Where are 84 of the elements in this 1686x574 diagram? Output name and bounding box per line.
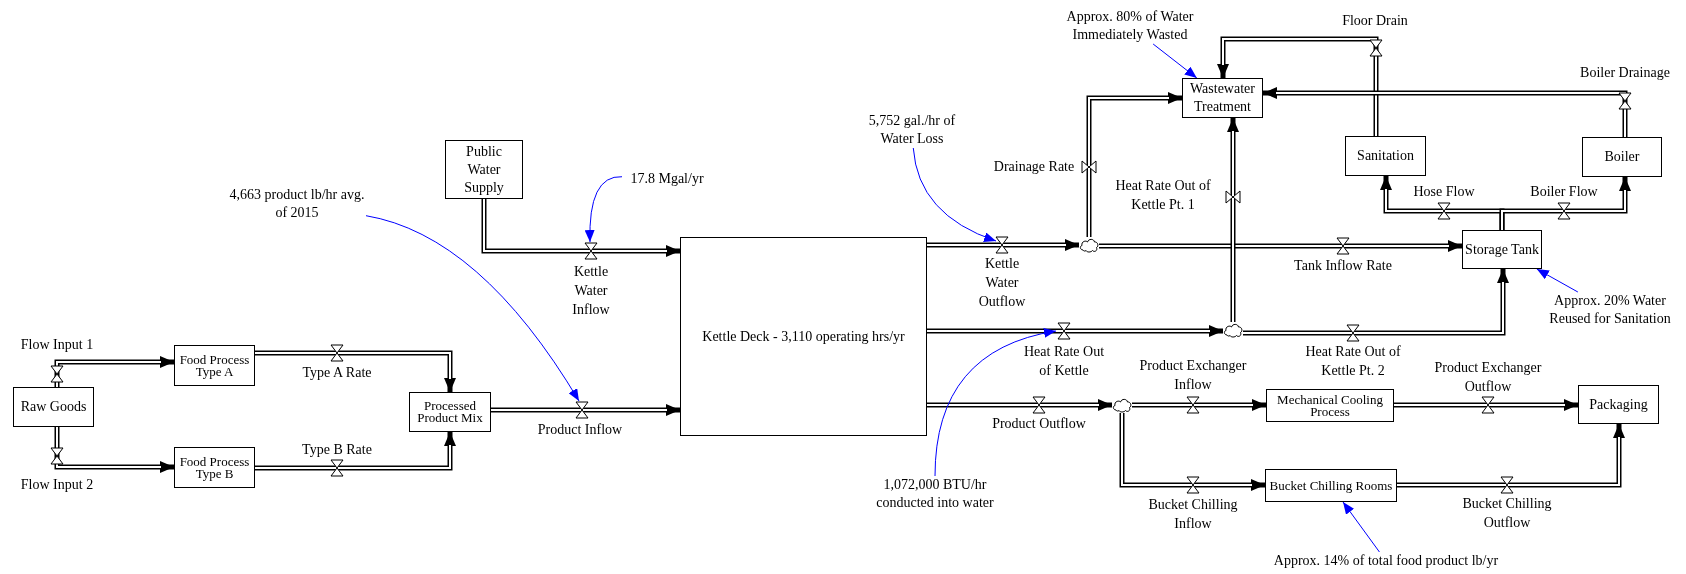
stock-box [1582, 137, 1662, 177]
stock-label: Processed Product Mix [416, 400, 484, 424]
stock-label: Bucket Chilling Rooms [1269, 479, 1393, 492]
stock-box [1266, 389, 1394, 422]
annotation-text: 1,072,000 BTU/hr conducted into water [875, 476, 995, 512]
pointer-arrow [1342, 501, 1380, 553]
stock-box [174, 447, 255, 488]
stock-label: Sanitation [1357, 147, 1414, 165]
stock-box [13, 387, 94, 427]
flow-pipe [54, 427, 174, 473]
stock-label: Kettle Deck - 3,110 operating hrs/yr [702, 327, 905, 346]
flow-pipe [54, 356, 174, 387]
stock-label: Food Process Type A [178, 353, 251, 378]
flow-rate-label: Product Inflow [537, 421, 623, 439]
flow-pipe [1499, 177, 1631, 230]
stock-box [1182, 78, 1263, 118]
flow-rate-label: Product Exchanger Inflow [1138, 357, 1248, 394]
flow-pipe [1132, 399, 1266, 411]
flow-rate-label: Drainage Rate [993, 158, 1075, 176]
flow-rate-label: Product Outflow [992, 415, 1086, 433]
stock-label: Mechanical Cooling Process [1276, 393, 1384, 418]
stock-label: Wastewater Treatment [1189, 80, 1256, 116]
flow-pipe [1243, 269, 1509, 336]
stock-label: Raw Goods [20, 398, 87, 416]
flow-rate-label: Heat Rate Out of Kettle Pt. 2 [1304, 343, 1402, 380]
flow-rate-label: Bucket Chilling Inflow [1147, 496, 1239, 533]
stock-box [1462, 230, 1542, 269]
pointer-arrow [1152, 43, 1198, 79]
annotation-text: Approx. 14% of total food product lb/yr [1273, 552, 1499, 570]
stock-label: Public Water Supply [463, 142, 505, 197]
flow-rate-label: Kettle Water Outflow [977, 255, 1027, 311]
flow-rate-label: Boiler Flow [1530, 183, 1598, 201]
pointer-arrow [584, 176, 623, 243]
pointer-arrow [1536, 268, 1579, 293]
annotation-text: 17.8 Mgal/yr [630, 170, 704, 188]
flow-rate-label: Flow Input 2 [20, 476, 94, 494]
cloud-symbol [1112, 397, 1132, 413]
flow-pipe [1227, 118, 1239, 322]
flow-pipe [481, 199, 680, 257]
flow-rate-label: Heat Rate Out of Kettle Pt. 1 [1114, 177, 1212, 214]
flow-pipe [1086, 92, 1182, 237]
stock-label: Packaging [1589, 395, 1648, 414]
flow-pipe [1263, 87, 1628, 137]
pointer-arrow [934, 328, 1057, 477]
flow-rate-label: Floor Drain [1342, 12, 1408, 30]
cloud-symbol [1079, 237, 1099, 253]
stock-box [1345, 136, 1426, 176]
flow-rate-label: Type A Rate [302, 364, 372, 382]
flow-rate-label: Type B Rate [302, 441, 372, 459]
flow-pipe [491, 404, 680, 416]
flow-rate-label: Flow Input 1 [20, 336, 94, 354]
flow-pipe [1099, 240, 1462, 252]
annotation-text: 5,752 gal./hr of Water Loss [867, 112, 957, 148]
stock-label: Boiler [1604, 148, 1640, 166]
stock-box [1265, 469, 1397, 502]
stock-box [1578, 385, 1659, 424]
flow-pipe [1119, 413, 1265, 491]
flow-rate-label: Tank Inflow Rate [1294, 257, 1392, 275]
pointer-arrow [912, 147, 997, 242]
annotation-text: Approx. 20% Water Reused for Sanitation [1548, 292, 1672, 328]
stock-label: Food Process Type B [178, 455, 251, 480]
flow-pipe [927, 399, 1112, 411]
flow-rate-label: Kettle Water Inflow [571, 263, 611, 319]
flow-pipe [1394, 399, 1578, 411]
flow-rate-label: Heat Rate Out of Kettle [1022, 343, 1106, 380]
flow-rate-label: Bucket Chilling Outflow [1461, 495, 1553, 532]
flow-pipe [1397, 424, 1625, 488]
stock-box [680, 237, 927, 436]
pointer-arrow [365, 215, 580, 402]
stock-label: Storage Tank [1465, 240, 1539, 259]
flow-rate-label: Boiler Drainage [1580, 64, 1670, 82]
flow-rate-label: Hose Flow [1413, 183, 1475, 201]
stock-box [174, 345, 255, 386]
annotation-text: 4,663 product lb/hr avg. of 2015 [228, 186, 366, 222]
annotation-text: Approx. 80% of Water Immediately Wasted [1065, 8, 1195, 44]
cloud-symbol [1223, 322, 1243, 338]
flow-pipe [927, 325, 1223, 337]
stock-box [445, 140, 523, 199]
flow-pipe [255, 432, 456, 471]
stock-box [409, 392, 491, 432]
flow-rate-label: Product Exchanger Outflow [1433, 359, 1543, 396]
flow-pipe [927, 239, 1079, 251]
flow-pipe [255, 350, 456, 392]
flow-pipe [1217, 36, 1379, 136]
